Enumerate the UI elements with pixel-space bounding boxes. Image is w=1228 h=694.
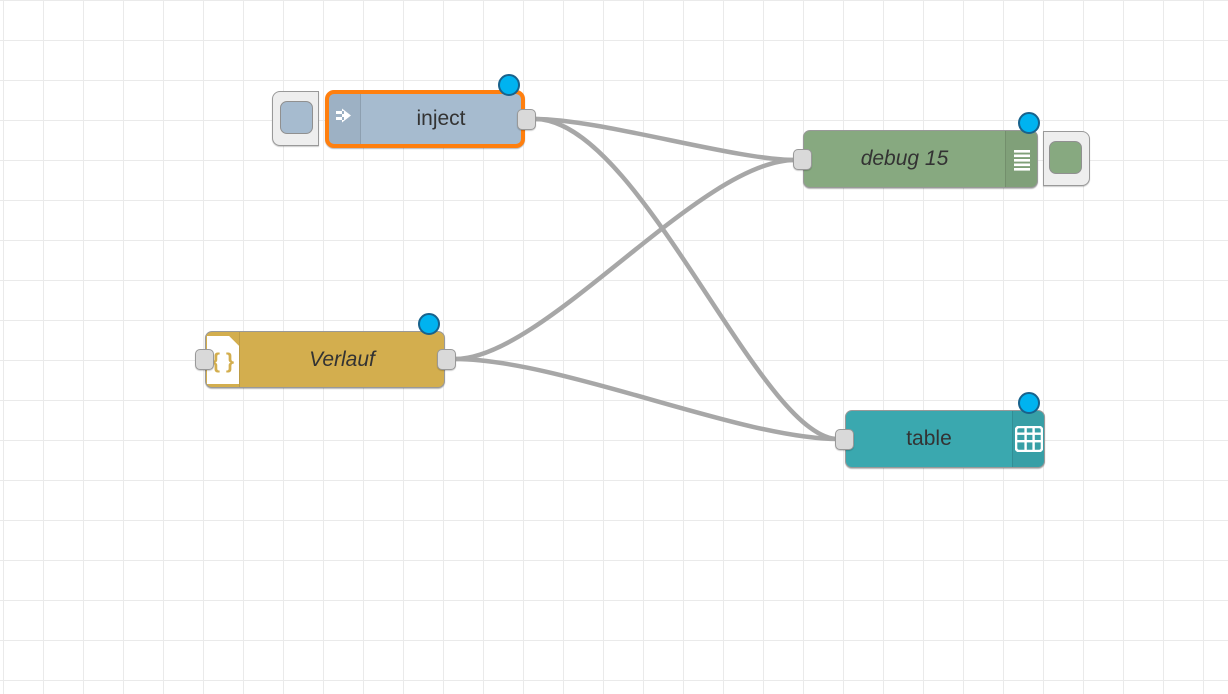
node-table-icon-box [1012,411,1044,467]
node-debug-icon-box [1005,131,1037,187]
node-table-input-port[interactable] [835,429,854,450]
node-verlauf[interactable]: { } Verlauf [195,313,456,388]
node-verlauf-status-dot [418,313,440,335]
json-braces-icon: { } [207,336,239,384]
node-inject-label: inject [416,107,466,130]
node-verlauf-icon-box: { } [206,332,240,387]
node-debug-input-port[interactable] [793,149,812,170]
node-debug-body: debug 15 [803,130,1038,188]
node-inject-status-dot [498,74,520,96]
node-table-body: table [845,410,1045,468]
node-debug-label: debug 15 [860,147,949,170]
node-verlauf-body: { } Verlauf [205,331,445,388]
node-table[interactable]: table [835,392,1045,468]
node-inject-output-port[interactable] [517,109,536,130]
inject-trigger-button-inner [280,101,313,134]
node-verlauf-input-port[interactable] [195,349,214,370]
inject-trigger-button[interactable] [272,91,319,146]
node-verlauf-output-port[interactable] [437,349,456,370]
table-grid-icon [1014,426,1043,452]
svg-text:{ }: { } [212,350,234,373]
node-inject[interactable]: inject [325,74,536,148]
wire-verlauf-to-table[interactable] [452,356,841,442]
debug-toggle-button-inner [1049,141,1082,174]
node-debug[interactable]: debug 15 [793,112,1040,188]
node-verlauf-label: Verlauf [309,347,375,371]
node-inject-body: inject [325,90,525,148]
node-table-status-dot [1018,392,1040,414]
node-inject-icon-box [329,94,361,144]
debug-lines-icon [1013,150,1030,171]
wire-verlauf-to-debug[interactable] [452,157,798,362]
node-table-label: table [906,427,952,450]
inject-arrow-icon [335,108,351,123]
debug-toggle-button[interactable] [1043,131,1090,186]
wire-inject-to-debug[interactable] [532,116,798,163]
node-debug-status-dot [1018,112,1040,134]
